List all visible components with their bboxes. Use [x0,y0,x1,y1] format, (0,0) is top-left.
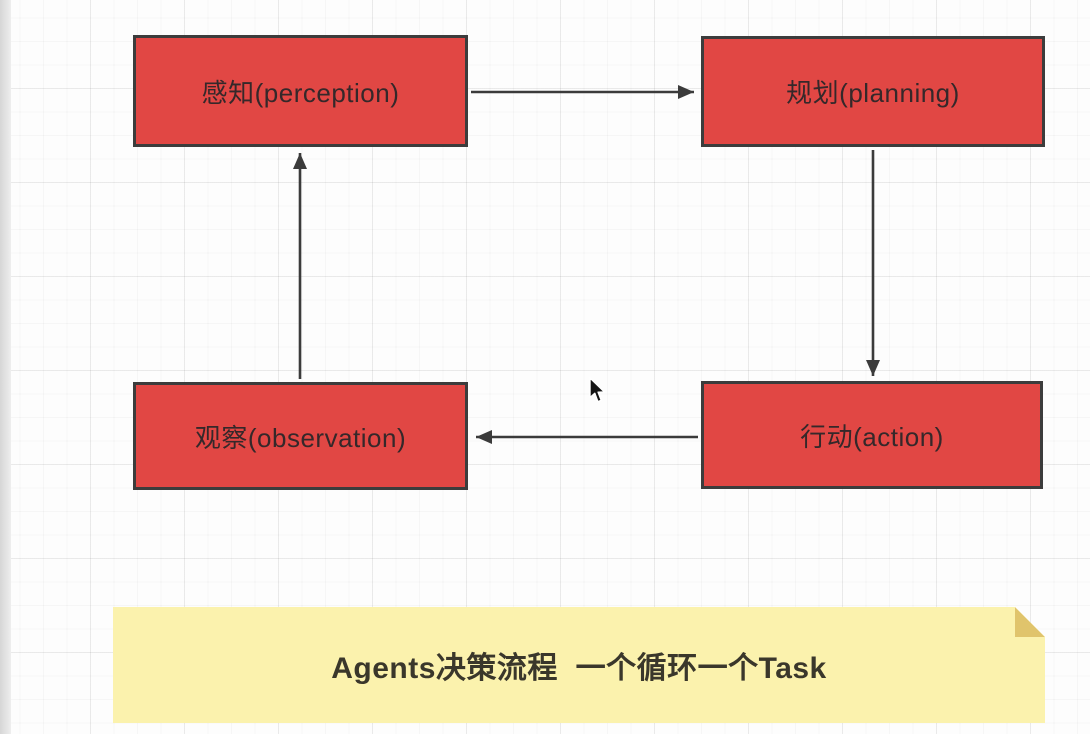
sticky-note[interactable]: Agents决策流程 一个循环一个Task [113,607,1045,723]
node-planning-label: 规划(planning) [786,78,960,108]
mouse-cursor-icon [589,377,606,403]
node-action[interactable]: 行动(action) [701,381,1043,489]
node-observation[interactable]: 观察(observation) [133,382,468,490]
node-perception[interactable]: 感知(perception) [133,35,468,147]
sticky-note-fold-corner [1015,607,1045,637]
canvas-left-edge [0,0,11,734]
node-observation-label: 观察(observation) [194,422,407,453]
node-action-label: 行动(action) [800,421,944,452]
sticky-note-text: Agents决策流程 一个循环一个Task [331,652,827,685]
node-perception-label: 感知(perception) [201,77,400,108]
node-planning[interactable]: 规划(planning) [701,36,1045,147]
